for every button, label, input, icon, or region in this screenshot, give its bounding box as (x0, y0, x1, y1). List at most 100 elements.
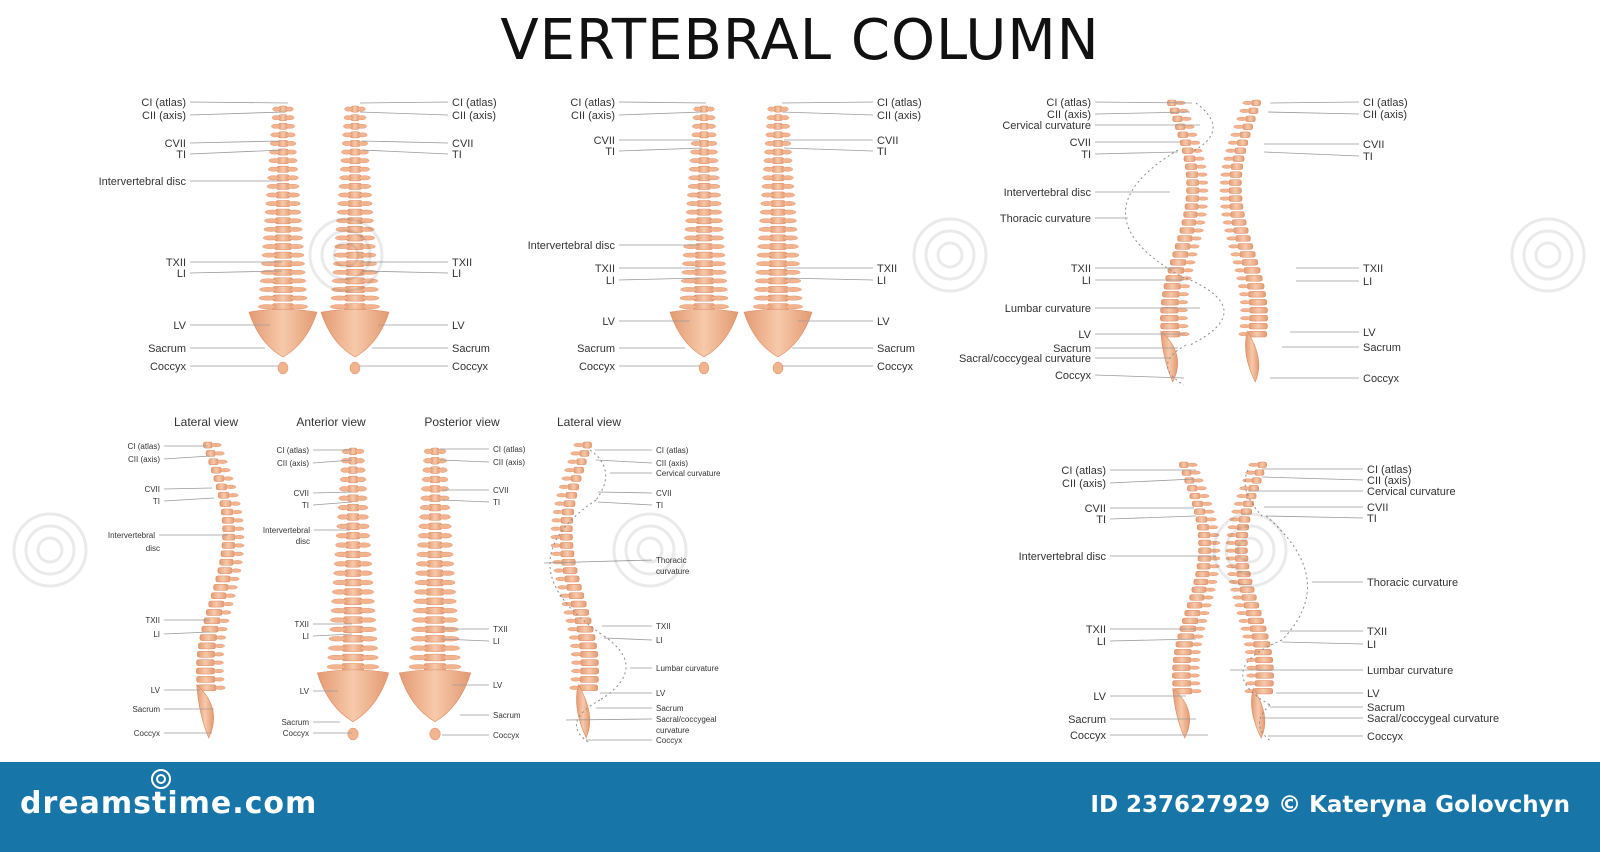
transverse-process (764, 149, 775, 155)
transverse-process (288, 244, 304, 249)
transverse-process (357, 132, 368, 138)
transverse-process (361, 295, 380, 301)
transverse-process (265, 201, 279, 206)
spinous-process (230, 568, 242, 573)
transverse-process (341, 149, 352, 155)
anatomy-label: Intervertebral disc (99, 176, 187, 188)
anatomy-label: Sacrum (452, 343, 490, 355)
anatomy-label: Intervertebral disc (1019, 551, 1107, 563)
vertebra (578, 684, 599, 692)
spinous-process (1225, 540, 1237, 545)
transverse-process (339, 476, 351, 483)
vertebra (196, 650, 216, 658)
vertebra (196, 667, 215, 675)
vertebra (560, 517, 574, 524)
vertebra (1181, 469, 1192, 476)
anatomy-label: CII (axis) (1047, 109, 1091, 121)
transverse-process (679, 295, 698, 301)
spine-front-view (316, 447, 390, 741)
transverse-process (286, 149, 297, 155)
vertebra (211, 466, 222, 474)
transverse-process (417, 542, 431, 548)
transverse-process (421, 476, 433, 483)
vertebra (1236, 139, 1249, 146)
transverse-process (359, 626, 377, 632)
transverse-process (706, 132, 717, 138)
spinous-process (1225, 556, 1237, 561)
spinous-process (571, 660, 582, 665)
spinous-process (227, 585, 238, 590)
anatomy-label: CVII (1070, 137, 1091, 149)
leader-line (361, 140, 449, 144)
spine-lateral-view (196, 441, 245, 739)
transverse-process (287, 201, 301, 206)
transverse-process (760, 201, 774, 206)
anatomy-label: Lumbar curvature (656, 664, 719, 673)
vertebra (1181, 219, 1197, 226)
brand-logo[interactable]: dreamstime.com (20, 786, 318, 821)
spinous-process (571, 668, 582, 674)
spinous-process (1184, 260, 1196, 265)
anatomy-label: Sacrum (656, 704, 684, 713)
spinous-process (1189, 140, 1201, 145)
vertebra (1245, 275, 1263, 282)
transverse-process (441, 626, 459, 632)
vertebra (1186, 187, 1200, 194)
spinous-process (1226, 564, 1237, 569)
transverse-process (327, 654, 346, 661)
transverse-process (357, 561, 372, 567)
spinous-process (1219, 180, 1231, 185)
transverse-process (270, 132, 281, 138)
vertebra (1196, 563, 1211, 570)
transverse-process (682, 252, 699, 258)
vertebra (1183, 155, 1196, 162)
spinous-process (1194, 626, 1206, 631)
transverse-process (261, 261, 278, 267)
vertebra (1243, 602, 1260, 609)
transverse-process (410, 636, 429, 642)
spinous-process (218, 618, 230, 623)
transverse-process (764, 141, 775, 146)
anatomy-label: CI (atlas) (277, 446, 310, 455)
spinous-process (1177, 324, 1189, 329)
transverse-process (338, 192, 351, 198)
spinous-process (1177, 308, 1188, 313)
anatomy-label: TXII (1363, 263, 1383, 275)
transverse-process (261, 252, 278, 258)
spinous-process (230, 501, 241, 506)
spinous-process (1220, 172, 1231, 177)
vertebra (1174, 243, 1191, 250)
vertebra (1251, 633, 1269, 640)
transverse-process (759, 209, 774, 215)
spine-lateral-view (1225, 461, 1274, 739)
transverse-process (329, 626, 347, 632)
vertebra (565, 491, 578, 499)
vertebra (1255, 672, 1274, 679)
spinous-process (1205, 587, 1216, 592)
spinous-process (220, 468, 231, 473)
vertebra (562, 567, 578, 574)
vertebra (1179, 139, 1192, 146)
transverse-process (756, 261, 773, 267)
transverse-process (782, 192, 795, 198)
transverse-process (360, 235, 375, 241)
vertebra (1169, 259, 1187, 266)
transverse-process (758, 235, 773, 241)
transverse-process (707, 166, 719, 172)
vertebra (1177, 131, 1189, 138)
transverse-process (706, 106, 715, 112)
transverse-process (690, 149, 701, 155)
transverse-process (780, 132, 791, 138)
spinous-process (231, 509, 243, 515)
anatomy-label: Coccyx (656, 736, 682, 745)
spinous-process (1232, 260, 1244, 265)
anatomy-label: CI (atlas) (570, 97, 615, 109)
view-heading: Lateral view (174, 415, 238, 429)
spinous-process (233, 526, 245, 531)
transverse-process (684, 235, 699, 241)
anatomy-label: Sacral/coccygeal curvature (959, 353, 1091, 365)
transverse-process (416, 561, 431, 567)
vertebra (1230, 211, 1245, 218)
vertebra (1184, 610, 1201, 617)
spinous-process (1246, 665, 1257, 670)
